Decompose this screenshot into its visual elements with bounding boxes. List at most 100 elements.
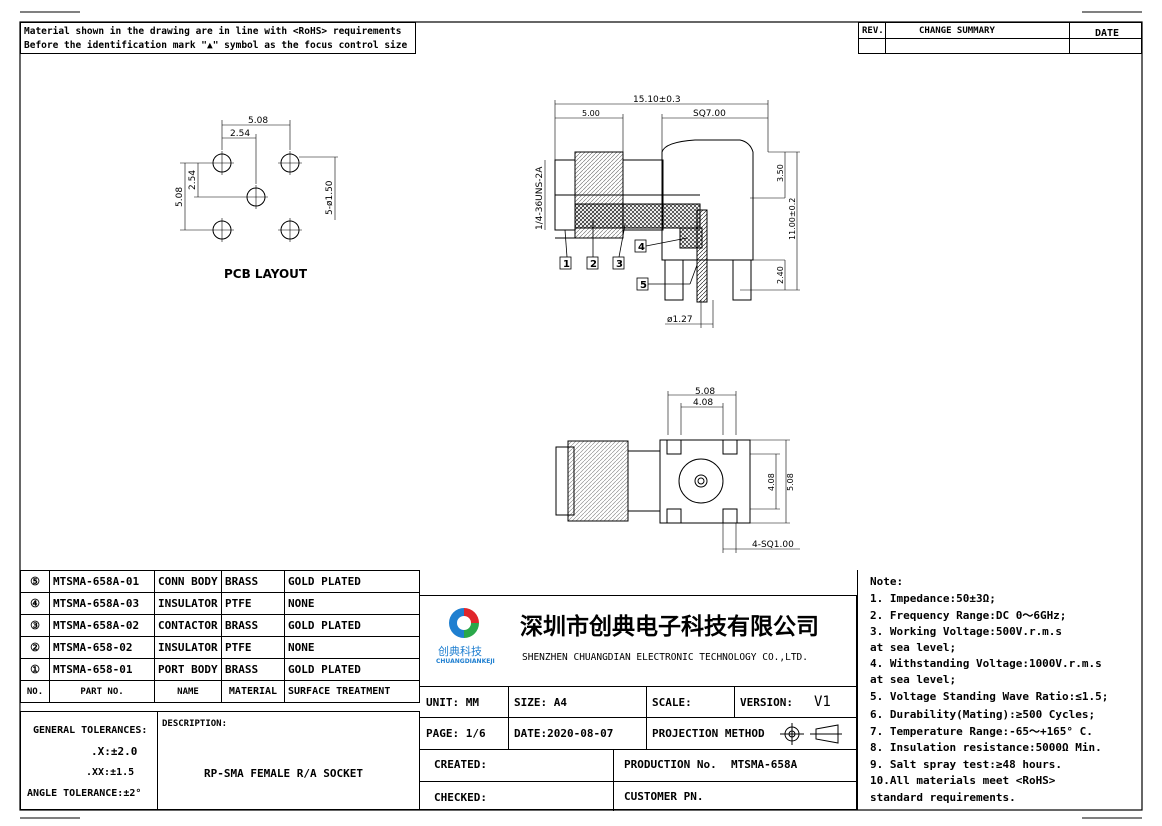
- pcb-dim-half-width: 2.54: [230, 129, 250, 139]
- tolerance-xx: .XX:±1.5: [86, 767, 135, 778]
- company-name-en: SHENZHEN CHUANGDIAN ELECTRONIC TECHNOLOG…: [522, 652, 808, 663]
- logo-text-cn: 创典科技: [438, 645, 482, 658]
- callout-1: 1: [563, 259, 570, 270]
- side-dim-240: 2.40: [776, 266, 785, 284]
- bom-row: ② MTSMA-658-02 INSULATOR PTFE NONE: [20, 636, 420, 659]
- bom-no: ⑤: [20, 570, 50, 593]
- bom-material: BRASS: [221, 614, 285, 637]
- bom-row: ③ MTSMA-658A-02 CONTACTOR BRASS GOLD PLA…: [20, 614, 420, 637]
- company-logo-icon: [449, 608, 479, 638]
- callout-4: 4: [638, 242, 645, 253]
- top-dim-408: 4.08: [693, 398, 713, 408]
- bom-material: PTFE: [221, 636, 285, 659]
- side-dim-thread: 1/4-36UNS-2A: [535, 166, 545, 230]
- bom-name: PORT BODY: [154, 658, 222, 681]
- note-item: at sea level;: [870, 673, 957, 686]
- bom-part: MTSMA-658-02: [49, 636, 155, 659]
- side-dim-1100: 11.00±0.2: [788, 198, 797, 240]
- projection-label: PROJECTION METHOD: [652, 727, 765, 740]
- side-dim-127: ø1.27: [667, 315, 693, 325]
- pcb-dim-half-height: 2.54: [188, 170, 198, 190]
- pcb-layout-title: PCB LAYOUT: [224, 267, 308, 281]
- side-dim-total: 15.10±0.3: [633, 95, 681, 105]
- note-item: 1. Impedance:50±3Ω;: [870, 592, 996, 605]
- bom-surface: GOLD PLATED: [284, 570, 420, 593]
- bom-surface: GOLD PLATED: [284, 658, 420, 681]
- note-item: 3. Working Voltage:500V.r.m.s: [870, 625, 1063, 638]
- notes-panel: Note: 1. Impedance:50±3Ω; 2. Frequency R…: [857, 570, 1142, 810]
- callout-3: 3: [616, 259, 623, 270]
- top-dim-sq: 4-SQ1.00: [752, 540, 794, 550]
- unit-label: UNIT: MM: [426, 696, 479, 709]
- date-label: DATE: [1095, 28, 1120, 39]
- rohs-note-box: Material shown in the drawing are in lin…: [20, 22, 416, 54]
- tolerance-title: GENERAL TOLERANCES:: [33, 725, 148, 736]
- bom-material: PTFE: [221, 592, 285, 615]
- bom-name: INSULATOR: [154, 636, 222, 659]
- bom-no: ①: [20, 658, 50, 681]
- pcb-dim-width: 5.08: [248, 116, 268, 126]
- bom-name: INSULATOR: [154, 592, 222, 615]
- bom-surface: GOLD PLATED: [284, 614, 420, 637]
- tolerance-box: GENERAL TOLERANCES: .X:±2.0 .XX:±1.5 ANG…: [20, 711, 158, 810]
- side-dim-left: 5.00: [582, 109, 600, 118]
- description-label: DESCRIPTION:: [162, 719, 228, 729]
- note-item: 8. Insulation resistance:5000Ω Min.: [870, 741, 1102, 754]
- bom-part: MTSMA-658A-02: [49, 614, 155, 637]
- projection-symbol-icon: [780, 723, 842, 745]
- rohs-note-line1: Material shown in the drawing are in lin…: [24, 26, 402, 37]
- bom-header-material: MATERIAL: [221, 680, 285, 703]
- bom-surface: NONE: [284, 592, 420, 615]
- version-label: VERSION:: [740, 696, 793, 709]
- bom-surface: NONE: [284, 636, 420, 659]
- notes-title: Note:: [870, 575, 904, 588]
- description-box: DESCRIPTION: RP-SMA FEMALE R/A SOCKET: [157, 711, 420, 810]
- tolerance-x: .X:±2.0: [91, 745, 138, 758]
- description-value: RP-SMA FEMALE R/A SOCKET: [204, 767, 363, 780]
- bom-material: BRASS: [221, 658, 285, 681]
- page-label: PAGE: 1/6: [426, 727, 486, 740]
- bom-row: ① MTSMA-658-01 PORT BODY BRASS GOLD PLAT…: [20, 658, 420, 681]
- bom-header-surface: SURFACE TREATMENT: [284, 680, 420, 703]
- top-view-drawing: 5.08 4.08 4.08 5.08 4-SQ1.00: [555, 387, 800, 553]
- bom-name: CONN BODY: [154, 570, 222, 593]
- pcb-layout-drawing: 5.08 2.54 5.08 2.54 5-ø1.50 PCB LAYOUT: [175, 116, 338, 281]
- bom-part: MTSMA-658-01: [49, 658, 155, 681]
- callout-5: 5: [640, 280, 647, 291]
- bom-part: MTSMA-658A-03: [49, 592, 155, 615]
- tolerance-angle: ANGLE TOLERANCE:±2°: [27, 788, 142, 799]
- created-label: CREATED:: [434, 758, 487, 771]
- company-name-cn: 深圳市创典电子科技有限公司: [520, 614, 819, 640]
- logo-text-en: CHUANGDIANKEJI: [436, 658, 495, 665]
- note-item: 4. Withstanding Voltage:1000V.r.m.s: [870, 657, 1102, 670]
- note-item: at sea level;: [870, 641, 957, 654]
- production-value: MTSMA-658A: [731, 758, 798, 771]
- note-item: 5. Voltage Standing Wave Ratio:≤1.5;: [870, 690, 1109, 703]
- bom-material: BRASS: [221, 570, 285, 593]
- version-value: V1: [814, 694, 831, 710]
- company-block: 创典科技 CHUANGDIANKEJI 深圳市创典电子科技有限公司 SHENZH…: [420, 595, 857, 686]
- change-summary-label: CHANGE SUMMARY: [919, 26, 995, 36]
- pcb-dim-hole: 5-ø1.50: [325, 180, 335, 215]
- bom-header-part: PART NO.: [49, 680, 155, 703]
- scale-label: SCALE:: [652, 696, 692, 709]
- note-item: 2. Frequency Range:DC 0～6GHz;: [870, 609, 1067, 622]
- date-value: DATE:2020-08-07: [514, 727, 614, 740]
- side-dim-350: 3.50: [776, 164, 785, 182]
- bom-no: ④: [20, 592, 50, 615]
- title-block: UNIT: MM SIZE: A4 SCALE: VERSION: V1 PAG…: [420, 686, 857, 811]
- bom-name: CONTACTOR: [154, 614, 222, 637]
- bom-no: ③: [20, 614, 50, 637]
- rohs-note-line2: Before the identification mark "▲" symbo…: [24, 40, 408, 51]
- bom-no: ②: [20, 636, 50, 659]
- bom-header: NO. PART NO. NAME MATERIAL SURFACE TREAT…: [20, 680, 420, 703]
- bom-row: ⑤ MTSMA-658A-01 CONN BODY BRASS GOLD PLA…: [20, 570, 420, 593]
- top-dim-508: 5.08: [695, 387, 715, 397]
- customer-pn-label: CUSTOMER PN.: [624, 790, 704, 803]
- production-label: PRODUCTION No.: [624, 758, 717, 771]
- bom-header-no: NO.: [20, 680, 50, 703]
- checked-label: CHECKED:: [434, 791, 487, 804]
- side-view-drawing: 15.10±0.3 5.00 SQ7.00 1/4-36UNS-2A 3.50 …: [535, 95, 800, 328]
- note-item: standard requirements.: [870, 791, 1016, 804]
